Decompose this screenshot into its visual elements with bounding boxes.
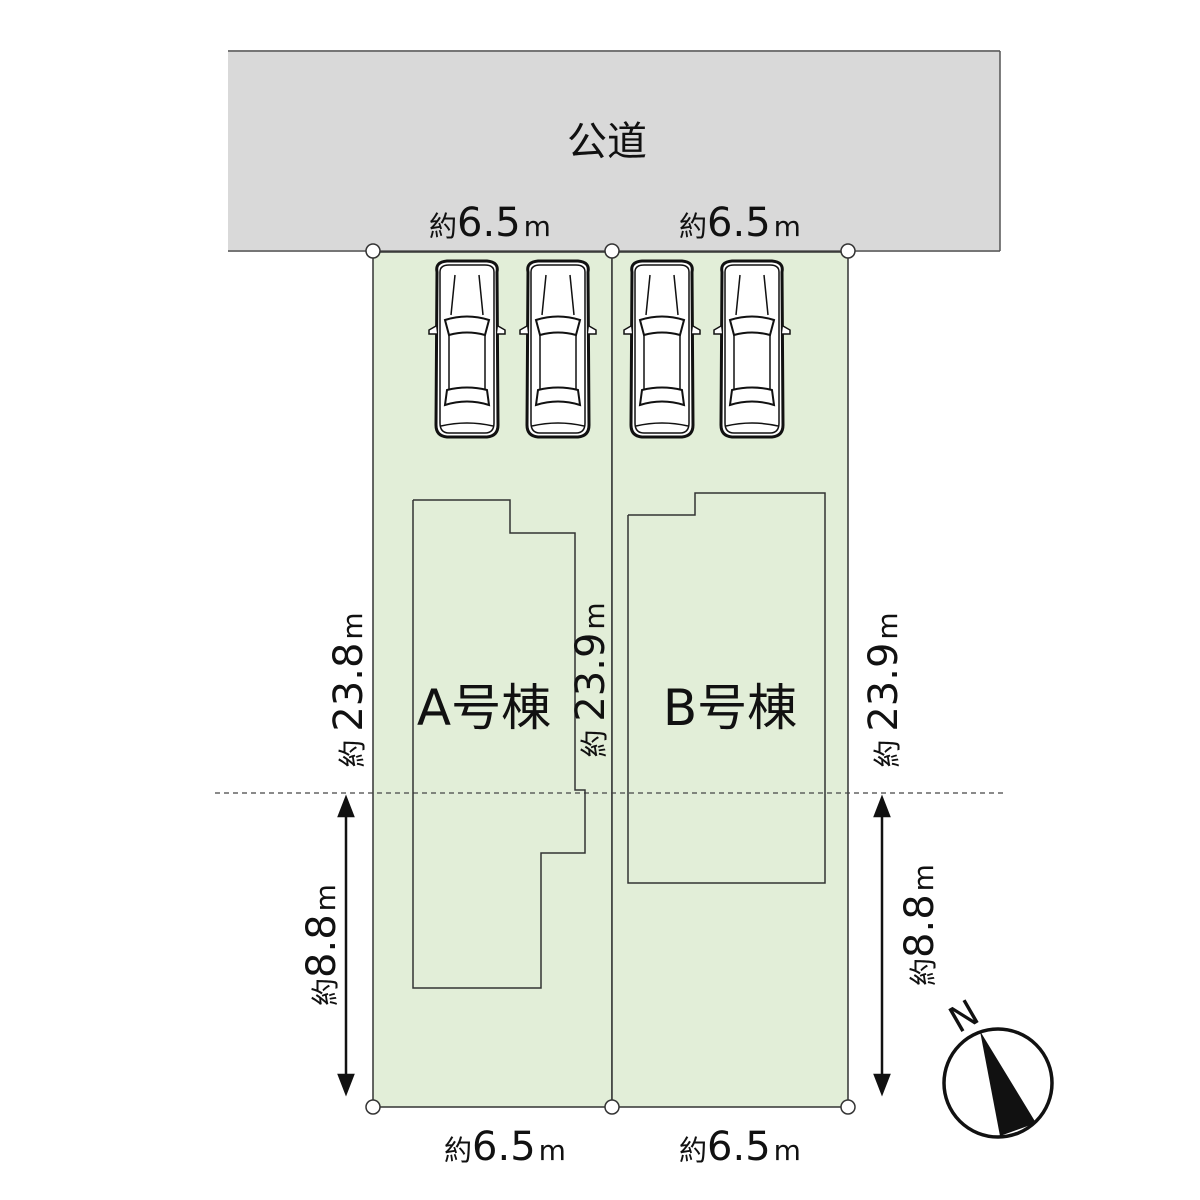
setback-arrow-right — [873, 794, 891, 1097]
dim-setback-left: 約8.8m — [299, 884, 345, 1006]
corner-markers — [365, 243, 856, 1115]
setback-arrow-left — [337, 794, 355, 1097]
building-a-label: A号棟 — [417, 679, 551, 737]
road-label: 公道 — [567, 119, 647, 165]
corner-marker — [840, 1099, 856, 1115]
dim-b-depth: 約23.9m — [861, 612, 907, 767]
corner-marker — [840, 243, 856, 259]
building-a-outline — [412, 499, 586, 989]
north-compass: N — [942, 993, 1054, 1139]
car-icon — [712, 259, 792, 439]
dim-setback-right: 約8.8m — [897, 864, 943, 986]
north-arrow-icon — [980, 1031, 1036, 1136]
car-icon — [518, 259, 598, 439]
corner-marker — [604, 243, 620, 259]
corner-marker — [604, 1099, 620, 1115]
public-road: 公道 — [228, 50, 1001, 252]
car-icon — [622, 259, 702, 439]
dim-a-depth: 約23.8m — [326, 612, 372, 767]
dim-shared-depth: 約23.9m — [568, 602, 614, 757]
corner-marker — [365, 1099, 381, 1115]
corner-marker — [365, 243, 381, 259]
building-b-outline — [627, 492, 826, 884]
car-icon — [427, 259, 507, 439]
building-b-label: B号棟 — [663, 679, 797, 737]
